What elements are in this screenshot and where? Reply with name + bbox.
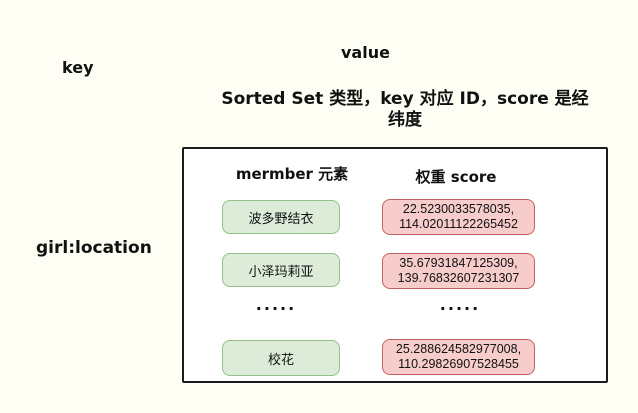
score-cell: 25.288624582977008, 110.29826907528455 [382,339,535,375]
score-column-header: 权重 score [415,168,497,186]
annotation-line2: 纬度 [388,110,422,130]
score-ellipsis: ..... [439,295,481,314]
sorted-set-table: mermber 元素 权重 score 波多野结衣 22.52300335780… [182,147,608,383]
member-cell: 波多野结衣 [222,200,340,234]
row-key-label: girl:location [36,238,152,258]
member-cell: 校花 [222,340,340,376]
member-ellipsis: ..... [255,295,297,314]
value-label: value [341,43,390,62]
member-cell: 小泽玛莉亚 [222,253,340,287]
score-cell: 35.67931847125309, 139.76832607231307 [382,253,535,289]
annotation-text: Sorted Set 类型，key 对应 ID，score 是经 纬度 [185,89,625,131]
member-column-header: mermber 元素 [235,165,349,183]
annotation-line1: Sorted Set 类型，key 对应 ID，score 是经 [221,89,589,109]
key-label: key [62,58,94,77]
score-cell: 22.5230033578035, 114.02011122265452 [382,199,535,235]
